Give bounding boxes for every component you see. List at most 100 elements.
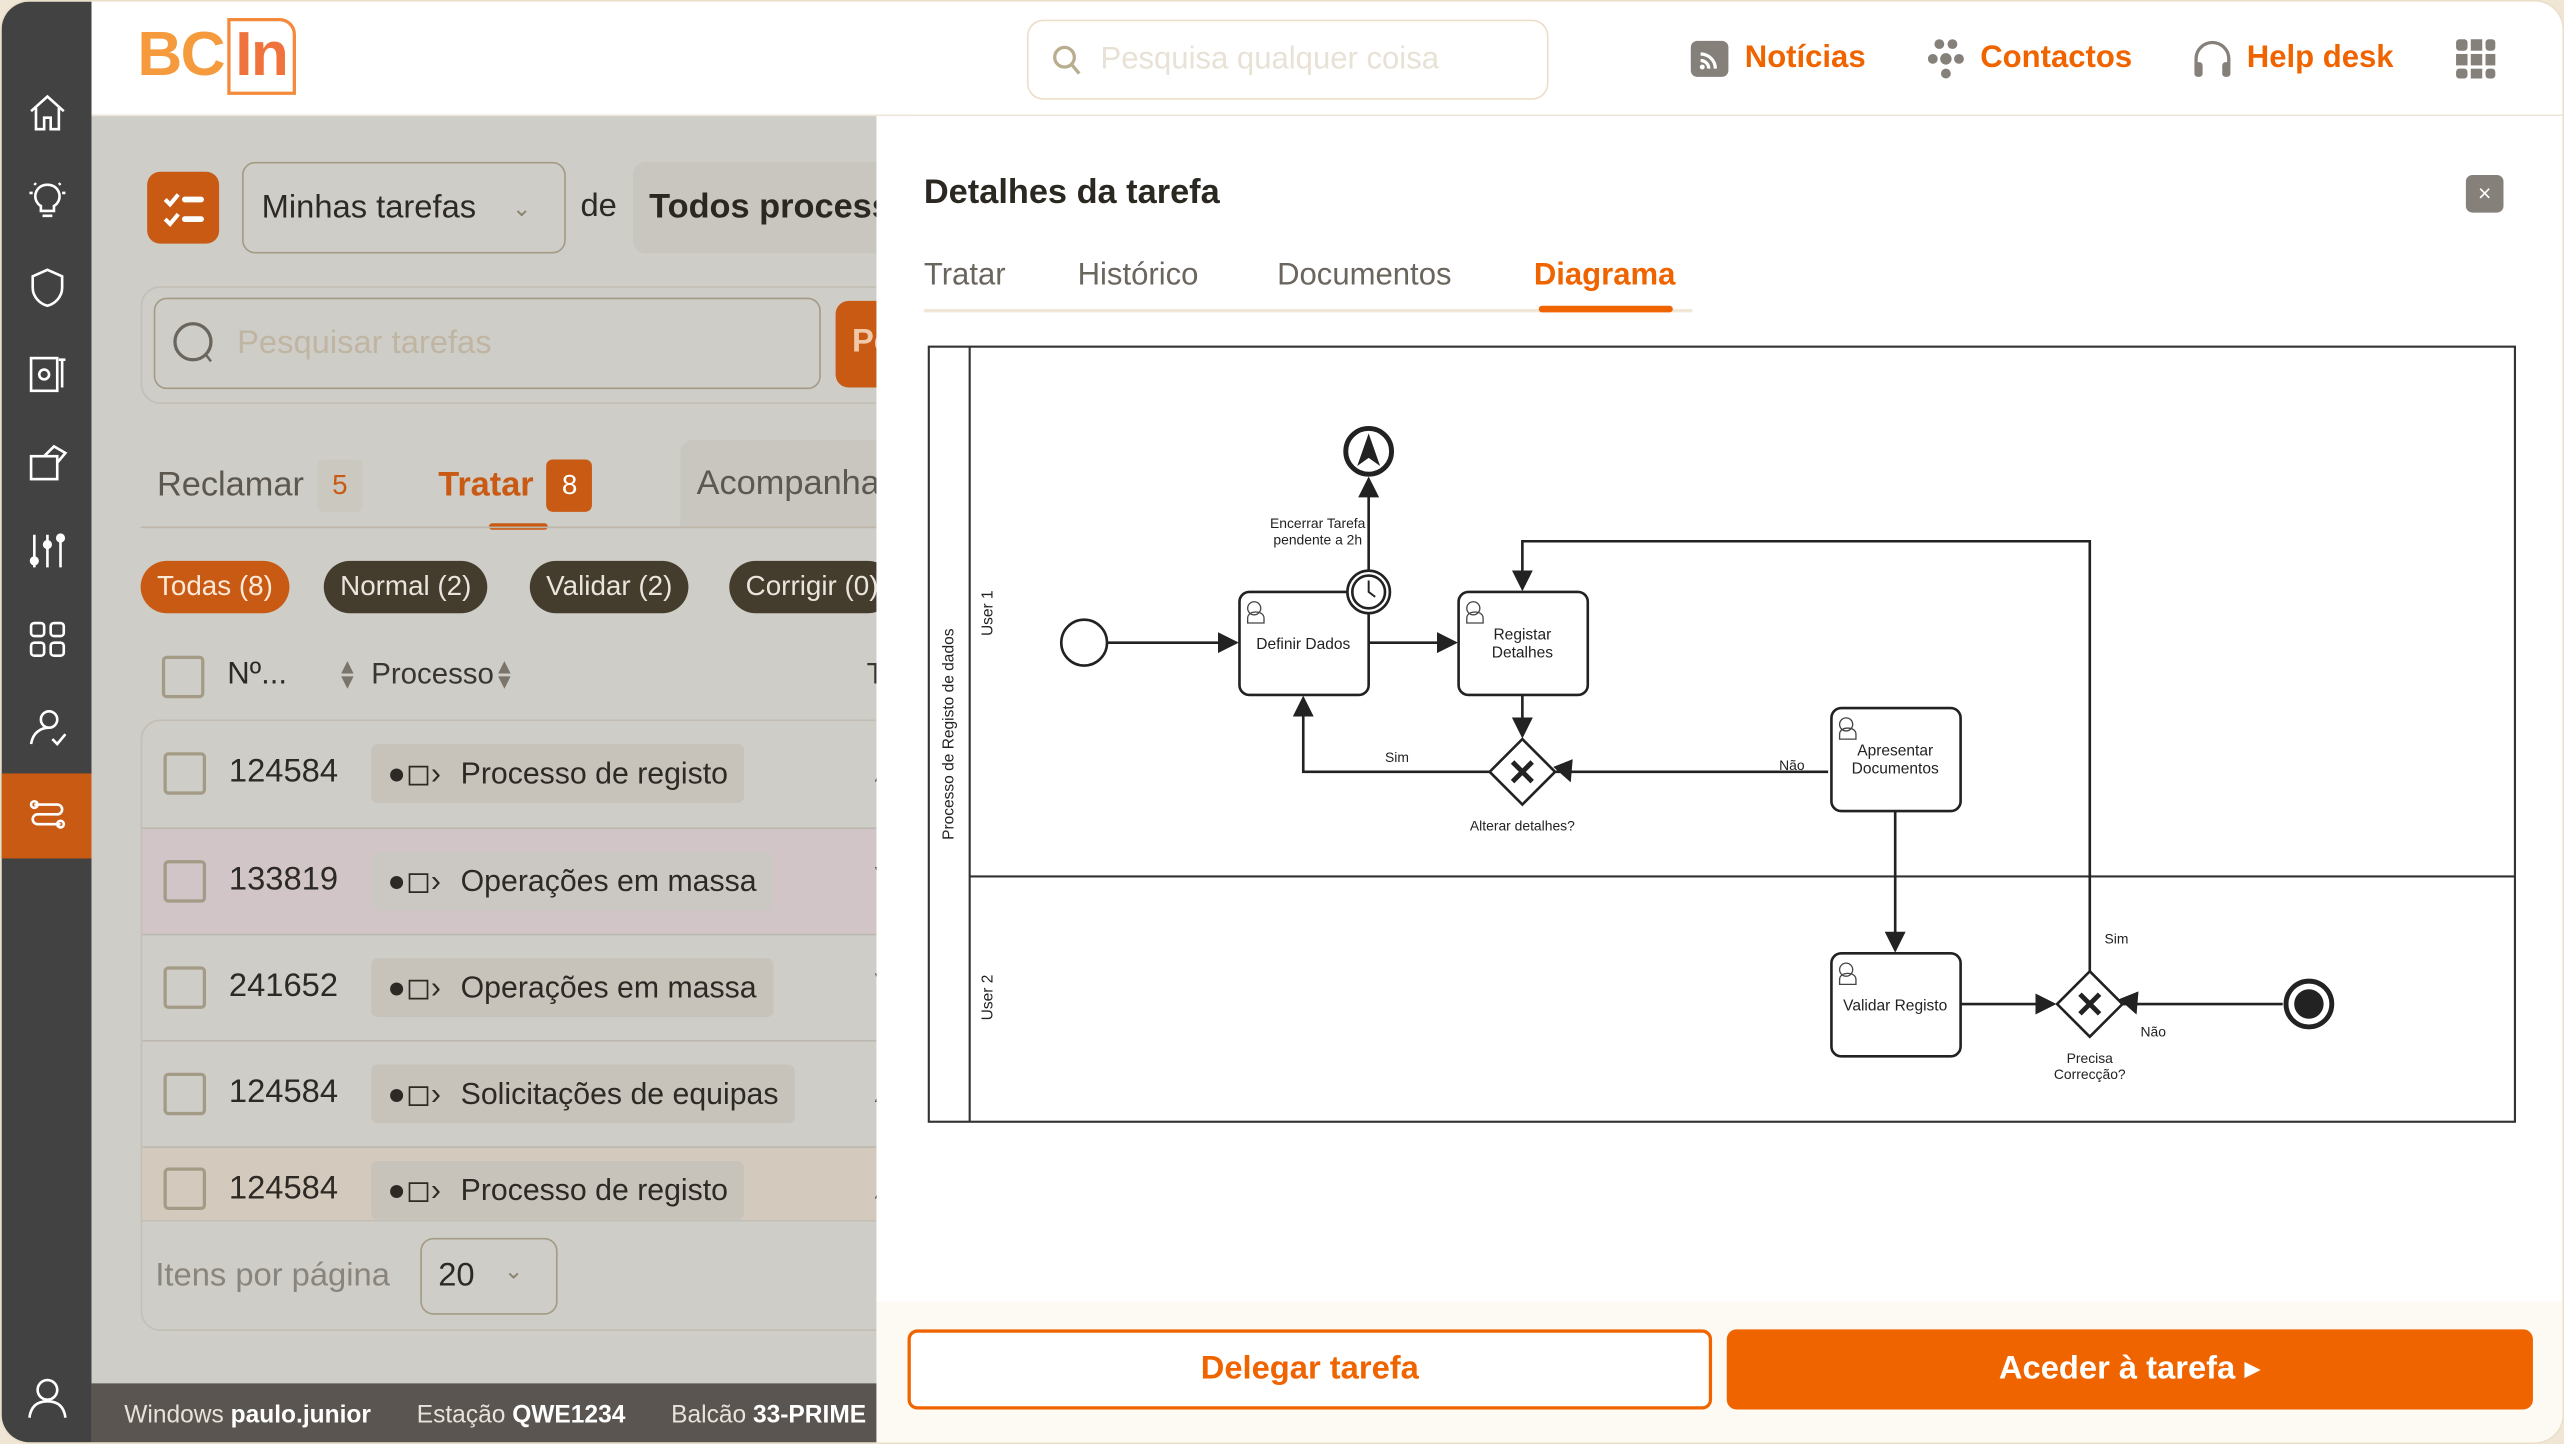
table-row[interactable]: 124584●◻›Processo de registoA [142, 721, 876, 827]
contacts-link[interactable]: Contactos [1925, 38, 2133, 81]
tab-historico[interactable]: Histórico [1077, 258, 1199, 293]
delegate-task-button[interactable]: Delegar tarefa [907, 1329, 1713, 1410]
task-list-area: Minhas tarefas⌄ de Todos processos Pesqu… [91, 116, 877, 1443]
per-page-select[interactable]: 20⌄ [420, 1237, 558, 1315]
sidebar-item-ideas[interactable] [2, 157, 92, 242]
process-icon: ●◻› [387, 755, 442, 790]
tab-divider [140, 526, 877, 529]
process-chip: ●◻›Operações em massa [371, 958, 773, 1018]
sort-icon[interactable]: ▲▼ [336, 654, 358, 694]
tab-divider [923, 309, 1693, 313]
sidebar-item-workflow[interactable] [1, 773, 92, 859]
row-checkbox[interactable] [163, 752, 207, 795]
status-bar: Windows paulo.junior Estação QWE1234 Bal… [91, 1383, 877, 1443]
lightbulb-icon [28, 182, 65, 218]
task-number: 241652 [228, 968, 339, 1005]
row-checkbox[interactable] [163, 1072, 207, 1116]
de-label: de [580, 188, 617, 225]
process-icon: ●◻› [387, 1172, 442, 1207]
task-table: 124584●◻›Processo de registoA 133819●◻›O… [140, 719, 877, 1222]
process-select[interactable]: Todos processos [632, 161, 877, 254]
task-list-button[interactable] [147, 171, 220, 244]
task-search-input[interactable]: Pesquisar tarefas [153, 297, 821, 390]
close-button[interactable]: × [2465, 174, 2504, 213]
contacts-icon [1927, 39, 1964, 79]
table-row[interactable]: 133819●◻›Operações em massaV [142, 827, 877, 934]
row-checkbox[interactable] [163, 860, 207, 903]
shield-icon [30, 268, 63, 308]
process-name: Operações em massa [460, 863, 757, 898]
status-windows: Windows paulo.junior [124, 1401, 371, 1429]
tab-label: Acompanhar [696, 464, 877, 503]
table-row[interactable]: 124584 ●◻› Processo de registo A [142, 1146, 877, 1220]
user-icon [27, 1378, 66, 1418]
process-chip: ●◻› Processo de registo [371, 1160, 745, 1220]
process-chip: ●◻›Solicitações de equipas [371, 1064, 795, 1124]
filter-normal[interactable]: Normal (2) [323, 560, 488, 614]
sort-icon[interactable]: ▲▼ [493, 654, 515, 694]
sidebar [1, 1, 92, 1443]
sidebar-item-home[interactable] [2, 70, 92, 155]
global-search-input[interactable]: Pesquisa qualquer coisa [1026, 19, 1549, 100]
process-chip: ●◻›Operações em massa [371, 851, 773, 911]
checklist-icon [163, 193, 204, 228]
access-task-button[interactable]: Aceder à tarefa ▸ [1726, 1329, 2533, 1410]
table-row[interactable]: 241652 ●◻›Operações em massa V [142, 933, 877, 1040]
task-search-placeholder: Pesquisar tarefas [237, 324, 492, 361]
search-button[interactable]: Pesquisar [835, 300, 877, 388]
task-number: 133819 [228, 861, 339, 898]
table-row[interactable]: 124584 ●◻›Solicitações de equipas A [142, 1039, 877, 1146]
status-label: Windows [124, 1400, 224, 1429]
caret-right-icon: ▸ [2244, 1350, 2261, 1387]
tab-documentos[interactable]: Documentos [1277, 258, 1452, 293]
task-number: 124584 [228, 1170, 339, 1207]
row-checkbox[interactable] [163, 1167, 207, 1211]
settings-document-icon [28, 356, 65, 393]
tab-tratar[interactable]: Tratar [923, 258, 1006, 293]
column-extra: T [867, 657, 877, 691]
row-extra: A [875, 1171, 877, 1209]
sidebar-item-approvals[interactable] [2, 685, 92, 770]
status-value: QWE1234 [512, 1400, 626, 1429]
filter-validar[interactable]: Validar (2) [529, 560, 689, 614]
column-process[interactable]: Processo [371, 657, 494, 691]
sidebar-item-adjust[interactable] [2, 509, 92, 594]
sidebar-item-settings-docs[interactable] [2, 332, 92, 417]
filter-todas[interactable]: Todas (8) [140, 560, 290, 614]
sidebar-item-box[interactable] [2, 420, 92, 505]
tab-acompanhar[interactable]: Acompanhar [680, 439, 877, 529]
scope-select[interactable]: Minhas tarefas⌄ [242, 161, 566, 254]
access-task-label: Aceder à tarefa [1998, 1350, 2236, 1387]
process-icon: ●◻› [387, 969, 442, 1005]
row-extra: A [875, 1074, 877, 1112]
sliders-icon [28, 533, 65, 568]
apps-grid-icon[interactable] [2454, 38, 2497, 81]
headset-icon [2194, 40, 2231, 77]
column-number[interactable]: Nº... [227, 657, 287, 692]
helpdesk-label: Help desk [2246, 40, 2394, 76]
status-desk: Balcão 33-PRIME [671, 1401, 866, 1429]
tab-diagrama[interactable]: Diagrama [1533, 258, 1676, 293]
helpdesk-link[interactable]: Help desk [2191, 38, 2394, 81]
home-icon [29, 94, 64, 131]
sidebar-item-profile[interactable] [2, 1356, 92, 1441]
sidebar-item-apps[interactable] [2, 597, 92, 682]
row-checkbox[interactable] [163, 966, 207, 1009]
status-label: Estação [416, 1400, 506, 1429]
sidebar-item-security[interactable] [2, 245, 92, 330]
task-details-panel: Detalhes da tarefa × Tratar Histórico Do… [876, 116, 2563, 1443]
contacts-label: Contactos [1980, 40, 2133, 76]
process-name: Processo de registo [460, 1172, 729, 1207]
task-number: 124584 [228, 1074, 339, 1111]
row-extra: V [875, 968, 877, 1006]
search-placeholder: Pesquisa qualquer coisa [1100, 41, 1440, 77]
chevron-down-icon: ⌄ [504, 1257, 524, 1284]
select-all-checkbox[interactable] [161, 655, 205, 699]
chevron-down-icon: ⌄ [512, 193, 532, 220]
filter-corrigir[interactable]: Corrigir (0) [729, 560, 877, 614]
news-link[interactable]: Notícias [1689, 38, 1866, 81]
